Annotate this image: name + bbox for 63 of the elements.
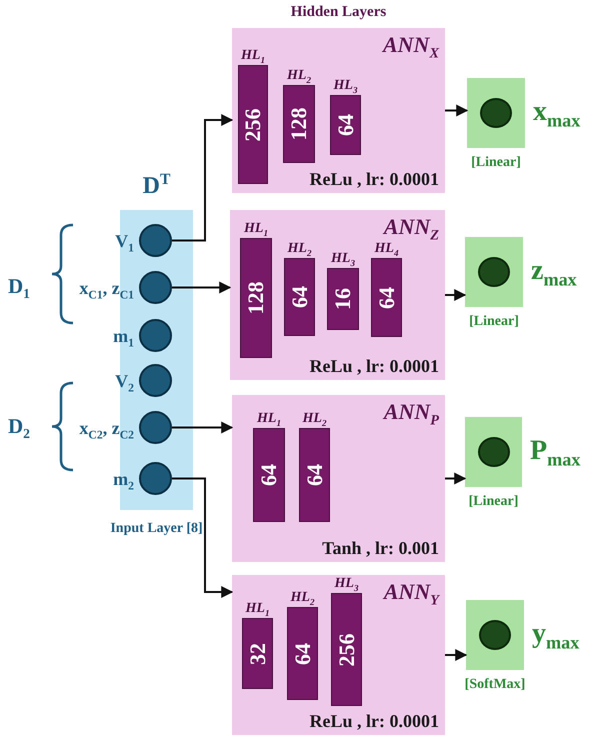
feature-label: V$_{2}$: [115, 372, 134, 390]
neuron-count: 128: [288, 108, 310, 140]
feature-label: V$_{1}$: [115, 232, 134, 250]
feature-label: m$_{2}$: [113, 470, 134, 488]
feature-label: x$_{C2}$, z$_{C2}$: [79, 419, 134, 437]
neuron-count: 64: [334, 114, 356, 136]
arrow: [445, 104, 468, 116]
arrow: [172, 282, 232, 294]
neuron-count: 64: [376, 286, 398, 308]
arrow: [445, 289, 466, 301]
output-variable: x$_{max}$: [533, 98, 580, 126]
activation-label: [Linear]: [468, 495, 518, 509]
group-label: D$_{1}$: [8, 276, 30, 297]
layer-label: HL$_{2}$: [290, 591, 314, 605]
layer-label: HL$_{2}$: [302, 412, 326, 426]
neuron-count: 64: [304, 464, 326, 486]
neuron-count: 64: [258, 464, 280, 486]
layer-label: HL$_{3}$: [334, 79, 358, 93]
layer-label: HL$_{2}$: [288, 242, 312, 256]
output-variable: P$_{max}$: [530, 437, 580, 465]
activation-note: ReLu , lr: 0.0001: [310, 712, 439, 730]
feature-label: x$_{C1}$, z$_{C1}$: [79, 279, 134, 297]
layer-label: HL$_{3}$: [334, 577, 358, 591]
output-variable: y$_{max}$: [532, 620, 580, 648]
arrow: [445, 472, 466, 484]
feature-label: m$_{1}$: [113, 327, 134, 345]
neuron-count: 64: [292, 642, 314, 664]
neuron-count: 256: [242, 108, 264, 141]
activation-note: ReLu , lr: 0.0001: [310, 357, 439, 375]
network-panel: [232, 28, 445, 193]
network-title: ANN$_{Y}$: [384, 581, 439, 603]
network-title: ANN$_{X}$: [383, 34, 439, 56]
layer-label: HL$_{1}$: [241, 49, 265, 63]
neuron-count: 16: [332, 288, 354, 310]
layer-label: HL$_{3}$: [331, 252, 355, 266]
activation-label: [Linear]: [471, 156, 521, 170]
neuron-count: 128: [245, 282, 267, 314]
group-label: D$_{2}$: [8, 416, 30, 437]
layer-label: HL$_{1}$: [257, 412, 281, 426]
arrow: [172, 422, 234, 434]
neuron-count: 32: [246, 642, 268, 664]
arrow: [172, 114, 234, 242]
neuron-count: 256: [336, 633, 358, 666]
layer-caption: Input Layer [8]: [109, 520, 204, 538]
activation-label: [Linear]: [469, 315, 519, 329]
network-title: ANN$_{P}$: [384, 401, 439, 423]
section-title: Hidden Layers: [290, 5, 388, 20]
arrow: [445, 649, 468, 661]
arrow: [172, 478, 234, 598]
network-panel: [232, 575, 445, 735]
layer-label: HL$_{1}$: [246, 602, 270, 616]
activation-note: Tanh , lr: 0.001: [322, 539, 439, 557]
activation-note: ReLu , lr: 0.0001: [310, 170, 439, 188]
layer-label: HL$_{2}$: [287, 69, 311, 83]
activation-label: [SoftMax]: [464, 678, 526, 692]
layer-label: HL$_{4}$: [374, 242, 398, 256]
network-panel: [230, 210, 445, 380]
network-panel: [232, 395, 445, 562]
neuron-count: 64: [288, 286, 310, 308]
input-matrix-label: D$^{T}$: [142, 174, 172, 198]
layer-label: HL$_{1}$: [244, 222, 268, 236]
network-title: ANN$_{Z}$: [384, 216, 439, 238]
output-variable: z$_{max}$: [531, 257, 577, 285]
